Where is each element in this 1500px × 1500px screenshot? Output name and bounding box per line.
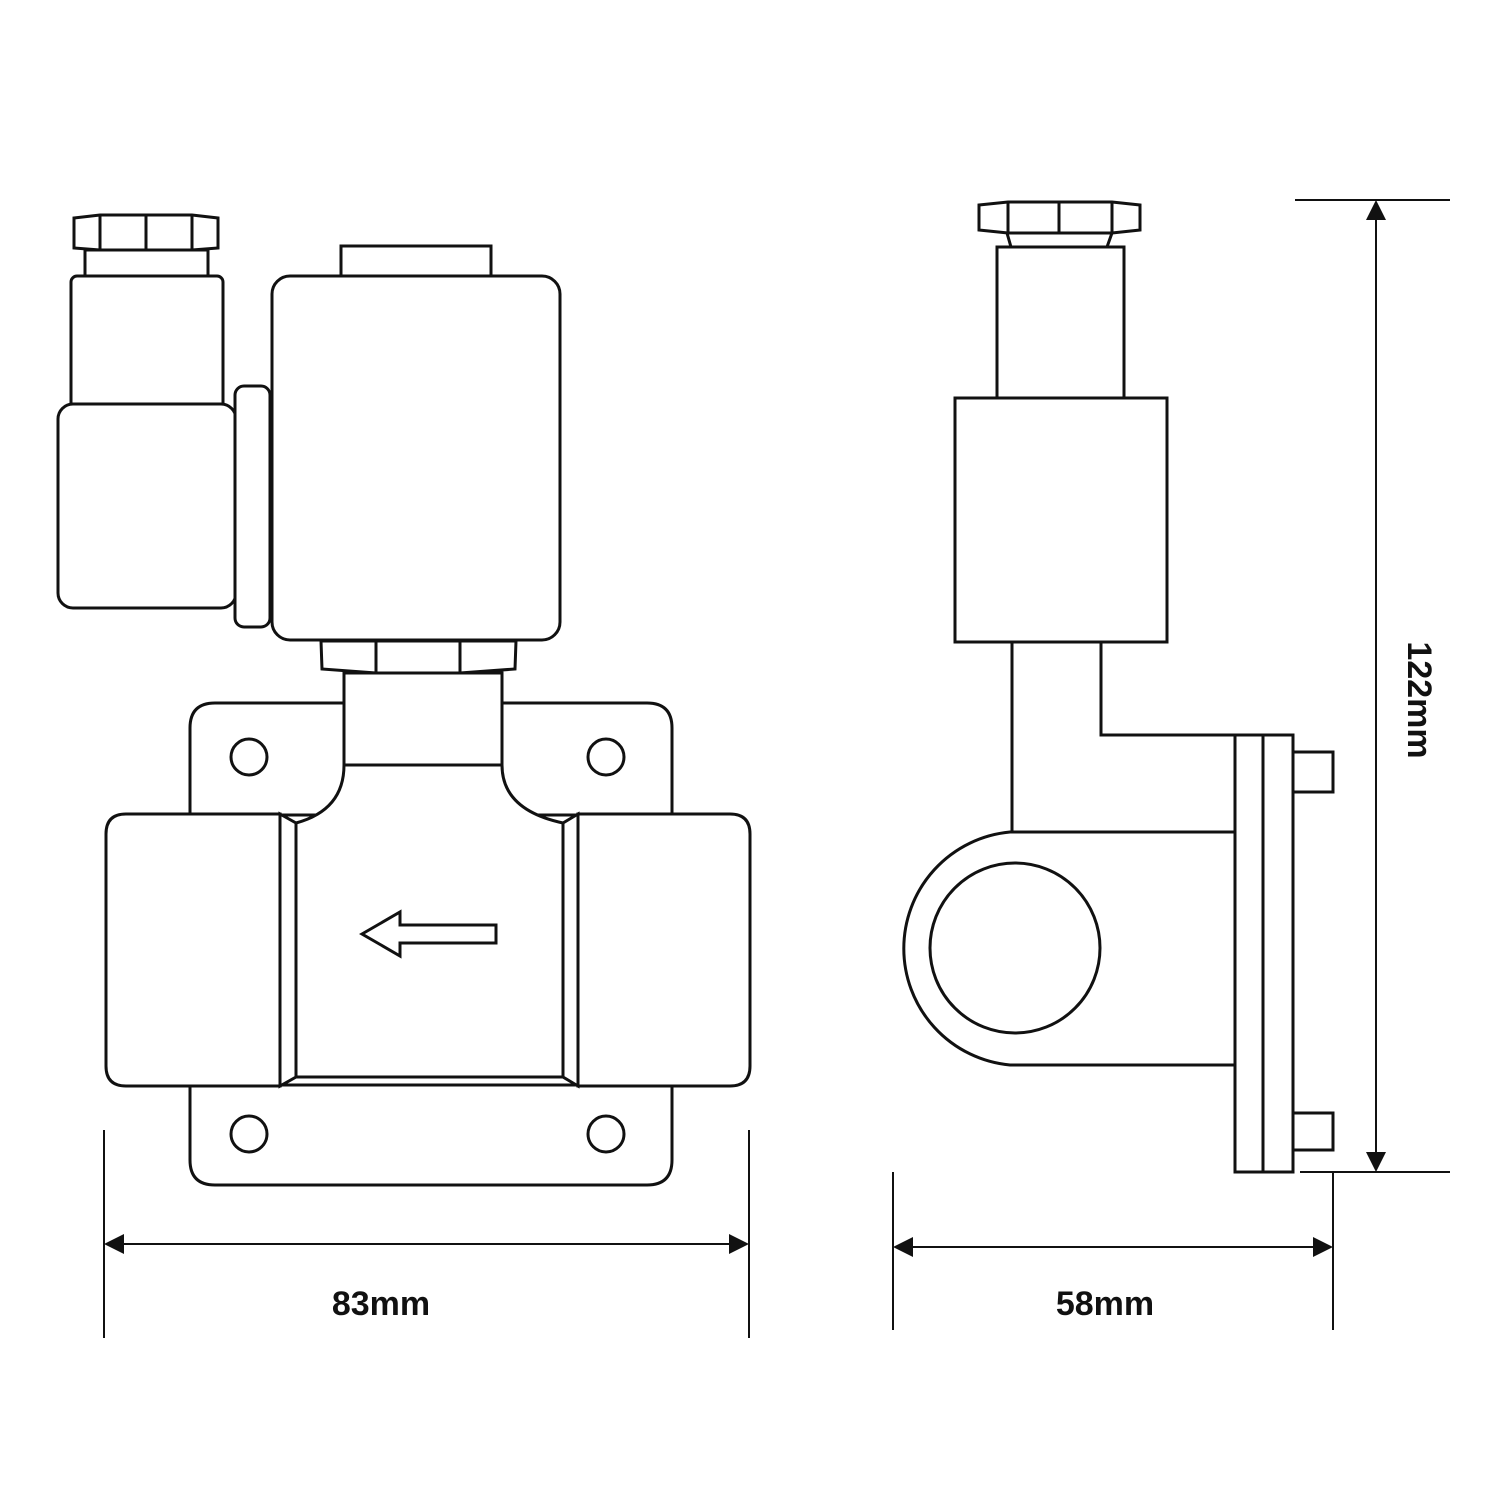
outlet-port-right [576, 812, 752, 1088]
side-flange-outer [1233, 733, 1265, 1174]
side-connector-body [995, 245, 1126, 400]
connector-neck [83, 248, 210, 278]
dimension-label-width-front: 83mm [332, 1285, 430, 1323]
flow-arrow-left-icon [359, 909, 498, 959]
side-flange-inner [1261, 733, 1295, 1174]
connector-plug [56, 213, 272, 629]
dimension-58mm: 58mm [892, 1172, 1334, 1330]
connector-lower-body [56, 402, 238, 610]
arrow-left-icon [893, 1237, 913, 1257]
arrow-up-icon [1366, 200, 1386, 220]
dimension-label-width-side: 58mm [1056, 1285, 1154, 1323]
side-view [902, 200, 1335, 1174]
mounting-hole [586, 1114, 626, 1154]
dimension-label-height: 122mm [1400, 641, 1438, 758]
coil-housing [270, 274, 562, 642]
arrow-left-icon [104, 1234, 124, 1254]
dimension-122mm: 122mm [1295, 199, 1450, 1173]
side-bolt [1291, 750, 1335, 794]
arrow-right-icon [1313, 1237, 1333, 1257]
side-pipe-opening [928, 861, 1102, 1035]
front-view [56, 213, 752, 1187]
side-coil [953, 396, 1169, 644]
mounting-hole [586, 737, 626, 777]
dimension-83mm: 83mm [103, 1130, 750, 1338]
body-center [294, 763, 565, 1079]
mounting-hole [229, 737, 269, 777]
mounting-hole [229, 1114, 269, 1154]
mounting-flange-bottom [188, 1083, 674, 1187]
coil-nut [319, 639, 518, 675]
valve-stem [342, 671, 504, 767]
side-bolt [1291, 1111, 1335, 1152]
arrow-down-icon [1366, 1152, 1386, 1172]
coil [270, 244, 562, 675]
valve-body [104, 671, 752, 1187]
connector-upper-body [69, 274, 225, 418]
inlet-port-left [104, 812, 282, 1088]
coil-top-cap [339, 244, 493, 278]
connector-gasket [233, 384, 272, 629]
arrow-right-icon [729, 1234, 749, 1254]
